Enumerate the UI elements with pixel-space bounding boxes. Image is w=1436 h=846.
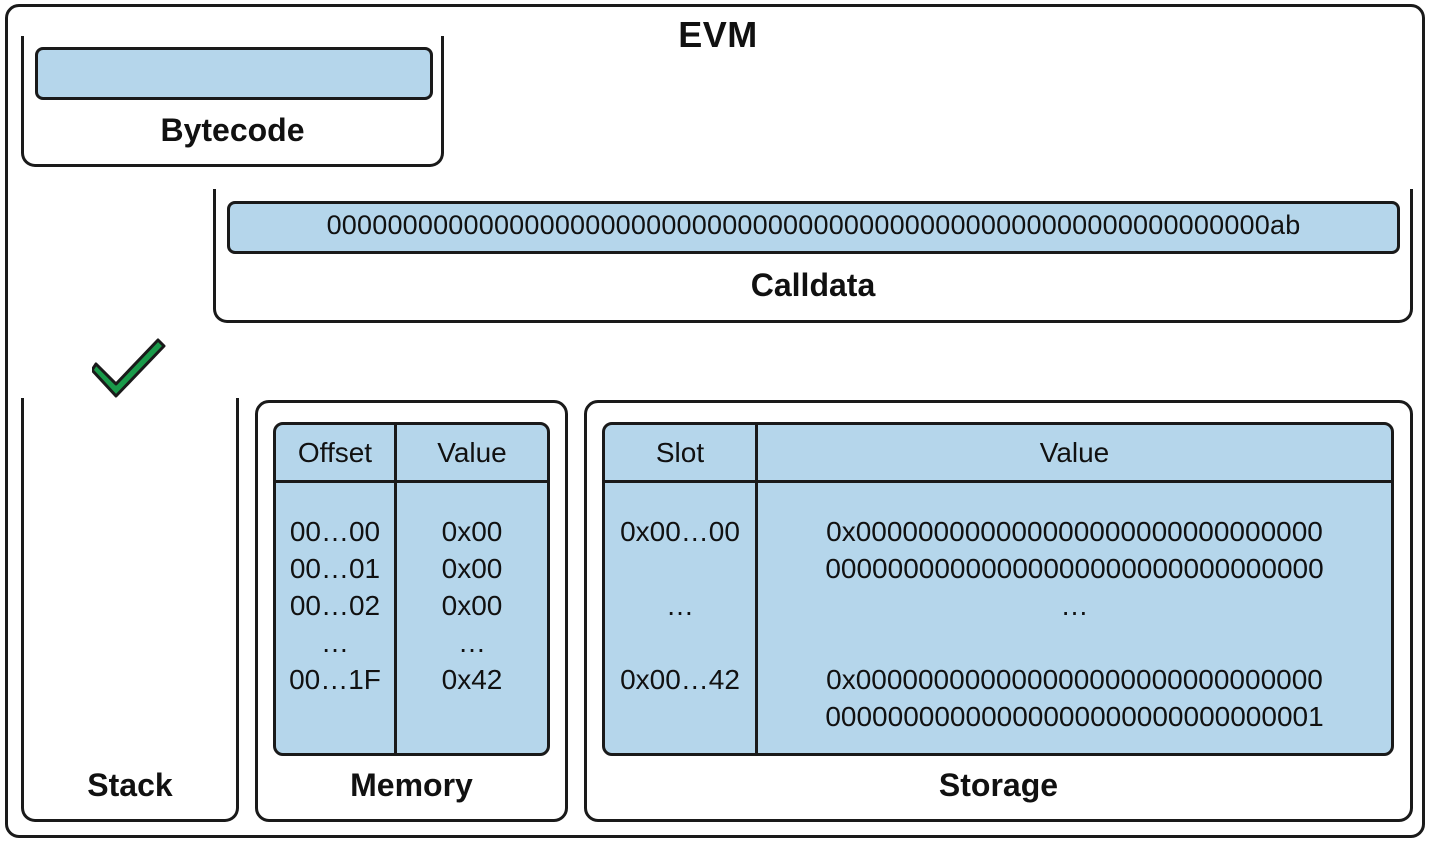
calldata-value: 0000000000000000000000000000000000000000… [326, 210, 1301, 240]
stack-label: Stack [87, 767, 173, 803]
memory-col-offset: Offset [297, 437, 373, 468]
memory-offset: 00…00 [289, 516, 381, 547]
storage-value-line: 0x000000000000000000000000000000 [826, 664, 1323, 695]
memory-offset: 00…02 [289, 590, 381, 621]
memory-value: 0x00 [441, 590, 503, 621]
memory-value: 0x00 [441, 516, 503, 547]
storage-value-line: 00000000000000000000000000000000 [825, 553, 1324, 584]
calldata-container [213, 189, 1413, 323]
bytecode-label: Bytecode [160, 112, 305, 148]
memory-container [255, 400, 568, 822]
storage-value-line: 0x000000000000000000000000000000 [826, 516, 1323, 547]
bytecode-container [21, 36, 444, 167]
memory-offset: … [321, 627, 349, 658]
memory-label: Memory [350, 767, 473, 803]
memory-table-divider [394, 425, 397, 753]
memory-value: … [458, 627, 486, 658]
memory-col-value: Value [437, 437, 507, 468]
storage-container [584, 400, 1413, 822]
storage-slot: … [666, 590, 694, 621]
stack-container [21, 398, 239, 822]
memory-value: 0x42 [441, 664, 503, 695]
memory-offset: 00…01 [289, 553, 381, 584]
bytecode-bar [35, 47, 433, 100]
calldata-label: Calldata [750, 267, 876, 303]
storage-value-line: 00000000000000000000000000000001 [825, 701, 1324, 732]
storage-col-slot: Slot [655, 437, 705, 468]
memory-offset: 00…1F [289, 664, 381, 695]
storage-slot: 0x00…00 [620, 516, 740, 547]
evm-container [5, 4, 1425, 838]
memory-table-header [276, 425, 547, 483]
storage-slot: 0x00…42 [620, 664, 740, 695]
storage-table-divider [755, 425, 758, 753]
memory-value: 0x00 [441, 553, 503, 584]
evm-title: EVM [678, 14, 758, 55]
calldata-bar: 0000000000000000000000000000000000000000… [227, 201, 1400, 254]
storage-col-value: Value [1039, 437, 1110, 468]
check-icon [92, 338, 166, 398]
storage-table-header [605, 425, 1391, 483]
memory-table: Offset Value 00…00 00…01 00…02 … 00…1F 0… [273, 422, 550, 756]
storage-label: Storage [938, 767, 1059, 803]
storage-table: Slot Value 0x00…00 … 0x00…42 0x000000000… [602, 422, 1394, 756]
storage-value-line: … [1060, 590, 1089, 621]
